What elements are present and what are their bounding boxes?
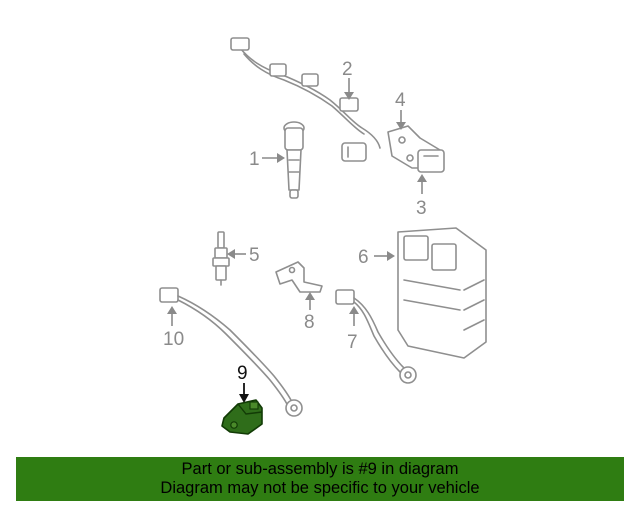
banner-line-1: Part or sub-assembly is #9 in diagram <box>181 460 459 478</box>
part-9-highlighted-sensor[interactable] <box>221 399 263 435</box>
banner-line-2: Diagram may not be specific to your vehi… <box>160 479 480 497</box>
part-5-spark-plug[interactable] <box>212 231 230 286</box>
callout-9: 9 <box>237 363 248 384</box>
parts-diagram: 2 1 4 3 5 8 <box>159 37 487 435</box>
part-2-wiring-harness[interactable] <box>230 37 381 162</box>
info-banner: Part or sub-assembly is #9 in diagram Di… <box>16 457 624 501</box>
callout-6: 6 <box>358 247 369 268</box>
callout-2: 2 <box>342 59 353 80</box>
part-6-engine-control-module[interactable] <box>397 227 487 359</box>
callout-3: 3 <box>416 198 427 219</box>
callout-1: 1 <box>249 149 260 170</box>
part-10-sensor-cable[interactable] <box>159 287 303 417</box>
part-7-knock-sensor[interactable] <box>335 289 417 384</box>
callout-8: 8 <box>304 312 315 333</box>
part-3-module[interactable] <box>417 149 445 173</box>
part-1-ignition-coil[interactable] <box>283 121 305 199</box>
callout-4: 4 <box>395 90 406 111</box>
callout-5: 5 <box>249 245 260 266</box>
callout-10: 10 <box>163 329 184 350</box>
callout-7: 7 <box>347 332 358 353</box>
part-8-bracket[interactable] <box>275 261 323 293</box>
